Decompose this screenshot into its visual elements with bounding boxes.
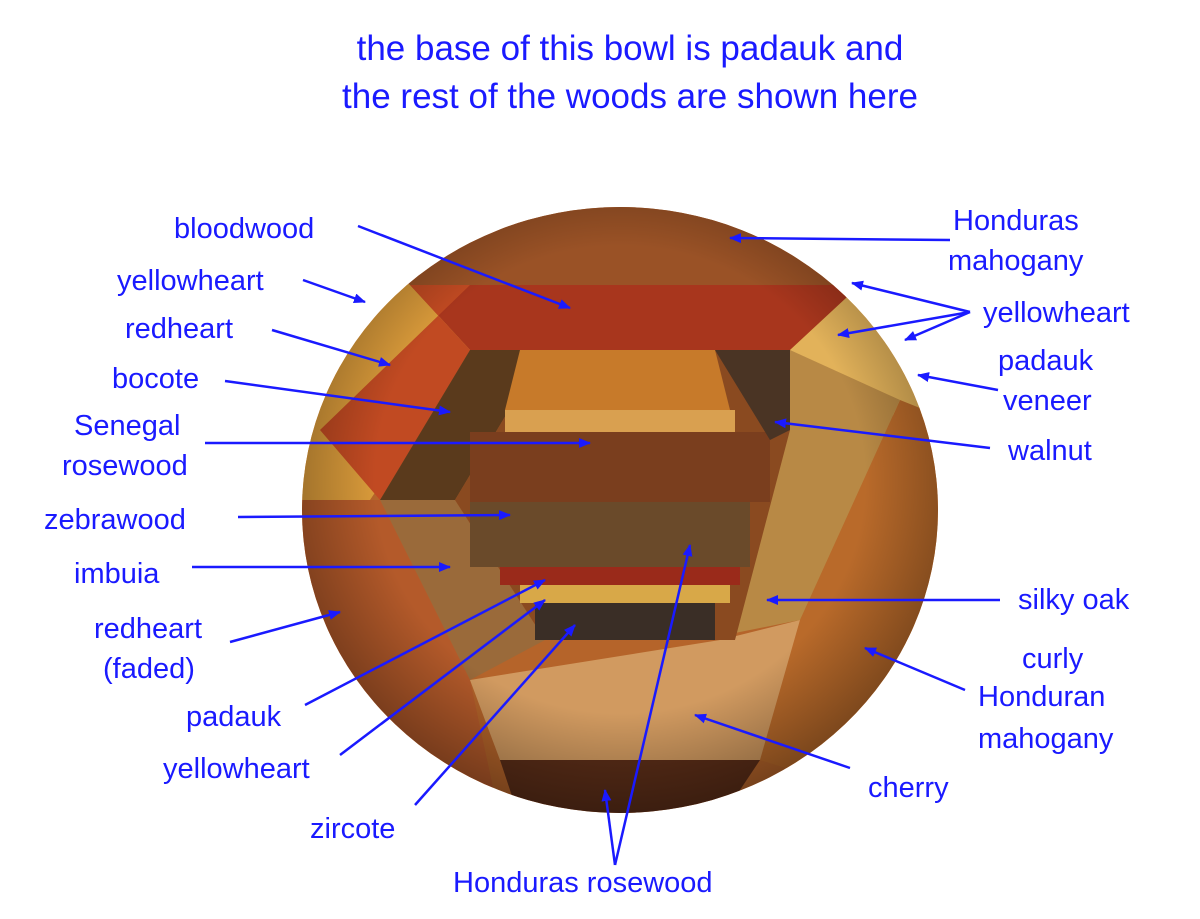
- arrow-redheart-faded: [229, 610, 341, 644]
- label-padauk-veneer-2: veneer: [1003, 385, 1092, 417]
- arrow-zebrawood: [237, 510, 511, 521]
- arrow-yellowheart-right-3: [904, 310, 971, 342]
- arrow-cherry: [694, 713, 851, 770]
- label-curly-3: mahogany: [978, 723, 1114, 755]
- arrow-walnut: [774, 418, 991, 450]
- label-yellowheart-bottom: yellowheart: [163, 753, 310, 785]
- bowl-photo: [302, 207, 938, 813]
- arrow-curly-mahogany: [864, 646, 966, 692]
- label-honduras-rosewood: Honduras rosewood: [453, 867, 713, 899]
- arrow-yellowheart-bottom: [339, 599, 546, 756]
- arrow-padauk: [304, 578, 546, 707]
- arrow-honduras-mahogany: [729, 233, 951, 244]
- labels: bloodwood yellowheart redheart bocote Se…: [44, 205, 1130, 899]
- label-redheart-faded-1: redheart: [94, 613, 202, 645]
- label-zebrawood: zebrawood: [44, 504, 186, 536]
- label-yellowheart-left: yellowheart: [117, 265, 264, 297]
- arrow-yellowheart-right-2: [837, 310, 971, 339]
- arrow-yellowheart-right-1: [851, 280, 971, 314]
- arrow-zircote: [414, 624, 576, 806]
- label-honduras-mahogany-1: Honduras: [953, 205, 1079, 237]
- label-silky-oak: silky oak: [1018, 584, 1130, 616]
- label-bocote: bocote: [112, 363, 199, 395]
- title-line-2: the rest of the woods are shown here: [342, 77, 918, 116]
- label-zircote: zircote: [310, 813, 395, 845]
- arrow-yellowheart-left: [302, 278, 366, 304]
- title-line-1: the base of this bowl is padauk and: [357, 29, 904, 68]
- arrow-bocote: [224, 379, 451, 416]
- arrow-redheart: [271, 328, 391, 367]
- label-imbuia: imbuia: [74, 558, 160, 590]
- label-padauk: padauk: [186, 701, 282, 733]
- label-curly-1: curly: [1022, 643, 1084, 675]
- label-yellowheart-right: yellowheart: [983, 297, 1130, 329]
- arrow-honduras-rosewood-2: [601, 789, 617, 866]
- label-bloodwood: bloodwood: [174, 213, 314, 245]
- arrows: [192, 224, 1000, 866]
- label-cherry: cherry: [868, 772, 949, 804]
- label-senegal-1: Senegal: [74, 410, 180, 442]
- label-walnut: walnut: [1007, 435, 1092, 467]
- label-senegal-2: rosewood: [62, 450, 188, 482]
- arrow-bloodwood: [357, 224, 571, 310]
- label-redheart-faded-2: (faded): [103, 653, 195, 685]
- label-honduras-mahogany-2: mahogany: [948, 245, 1084, 277]
- label-curly-2: Honduran: [978, 681, 1105, 713]
- arrow-padauk-veneer: [917, 372, 999, 392]
- arrow-honduras-rosewood-1: [613, 544, 693, 866]
- label-padauk-veneer-1: padauk: [998, 345, 1094, 377]
- label-redheart: redheart: [125, 313, 233, 345]
